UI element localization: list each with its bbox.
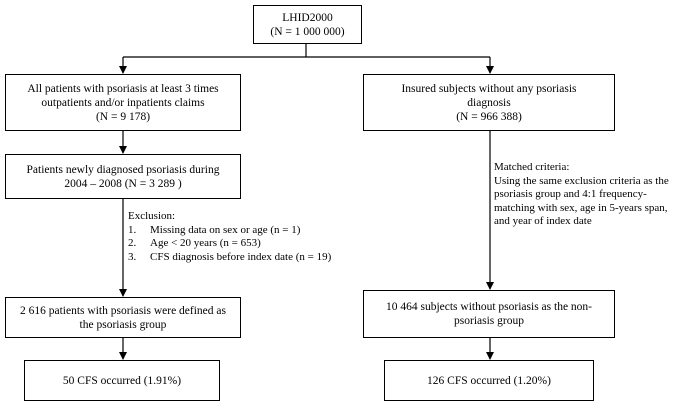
exclusion-title: Exclusion: <box>128 210 176 222</box>
non-psoriasis-group-line1: 10 464 subjects without psoriasis as the… <box>385 301 593 313</box>
exclusion-item-number: 3. <box>128 250 137 263</box>
matched-criteria-note: Matched criteria: Using the same exclusi… <box>494 161 684 229</box>
exclusion-item-text: Age < 20 years (n = 653) <box>150 237 261 249</box>
exclusion-item: 1. Missing data on sex or age (n = 1) <box>128 224 368 238</box>
all-patients-box: All patients with psoriasis at least 3 t… <box>5 74 241 131</box>
newly-diagnosed-box: Patients newly diagnosed psoriasis durin… <box>5 154 241 199</box>
exclusion-item: 2. Age < 20 years (n = 653) <box>128 237 368 251</box>
insured-box: Insured subjects without any psoriasis d… <box>363 74 615 131</box>
exclusion-item-text: Missing data on sex or age (n = 1) <box>150 223 301 236</box>
non-psoriasis-outcome-box: 126 CFS occurred (1.20%) <box>384 360 594 401</box>
psoriasis-outcome-box: 50 CFS occurred (1.91%) <box>24 360 220 401</box>
insured-line2: diagnosis <box>467 96 511 109</box>
psoriasis-outcome-text: 50 CFS occurred (1.91%) <box>62 374 182 387</box>
exclusion-item: 3. CFS diagnosis before index date (n = … <box>128 251 368 265</box>
matched-criteria-title: Matched criteria: <box>494 161 570 173</box>
newly-diagnosed-line2: 2004 – 2008 (N = 3 289 ) <box>64 177 182 190</box>
matched-criteria-line: psoriasis group and 4:1 frequency- <box>494 188 647 200</box>
exclusion-item-number: 1. <box>128 223 137 236</box>
exclusion-item-text: CFS diagnosis before index date (n = 19) <box>150 250 332 263</box>
non-psoriasis-group-box: 10 464 subjects without psoriasis as the… <box>363 290 615 338</box>
insured-line1: Insured subjects without any psoriasis <box>401 82 577 95</box>
psoriasis-group-box: 2 616 patients with psoriasis were defin… <box>5 297 241 338</box>
matched-criteria-line: Using the same exclusion criteria as the <box>494 174 669 187</box>
root-title: LHID2000 <box>282 11 333 24</box>
exclusion-item-number: 2. <box>128 237 137 249</box>
psoriasis-group-line1: 2 616 patients with psoriasis were defin… <box>20 304 226 317</box>
matched-criteria-line: matching with sex, age in 5-years span, <box>494 201 668 214</box>
exclusion-note: Exclusion: 1. Missing data on sex or age… <box>128 210 368 264</box>
all-patients-line1: All patients with psoriasis at least 3 t… <box>27 82 219 95</box>
insured-count: (N = 966 388) <box>456 110 522 123</box>
non-psoriasis-group-line2: psoriasis group <box>454 315 524 327</box>
root-count: (N = 1 000 000) <box>270 25 345 38</box>
all-patients-count: (N = 9 178) <box>95 110 151 123</box>
root-box: LHID2000 (N = 1 000 000) <box>253 5 362 44</box>
newly-diagnosed-line1: Patients newly diagnosed psoriasis durin… <box>26 163 220 176</box>
matched-criteria-line: and year of index date <box>494 215 592 227</box>
psoriasis-group-line2: the psoriasis group <box>79 318 167 331</box>
non-psoriasis-outcome-text: 126 CFS occurred (1.20%) <box>427 374 551 387</box>
all-patients-line2: outpatients and/or inpatients claims <box>41 96 205 109</box>
